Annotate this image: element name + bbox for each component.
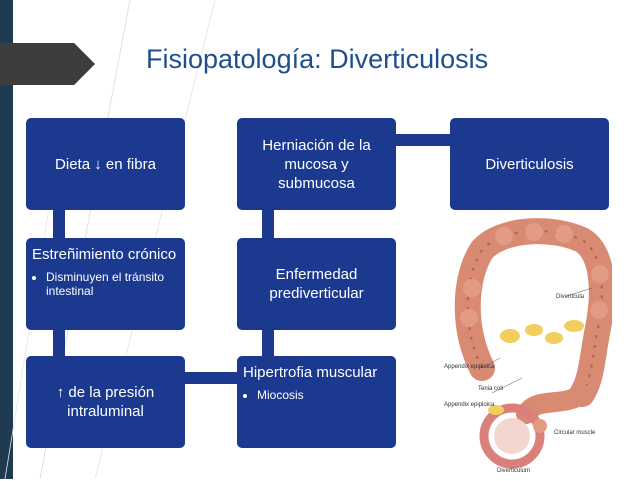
label-diverticula: Diverticula bbox=[556, 294, 585, 300]
box-diverticulosis: Diverticulosis bbox=[450, 118, 609, 210]
connector-herniacion-diverticulosis bbox=[396, 134, 452, 146]
box-presion-text: ↑ de la presión intraluminal bbox=[56, 384, 155, 420]
box-diverticulosis-text: Diverticulosis bbox=[485, 155, 574, 173]
box-dieta-text: Dieta ↓ en fibra bbox=[55, 155, 156, 173]
title-arrow-shape bbox=[0, 43, 95, 85]
slide-title: Fisiopatología: Diverticulosis bbox=[146, 44, 489, 74]
label-appendix-epiploica-2: Appendix epiploica bbox=[444, 402, 495, 408]
connector-presion-hipertrofia bbox=[183, 372, 239, 384]
box-hipertrofia: Hipertrofia muscular Miocosis bbox=[237, 356, 396, 448]
box-dieta: Dieta ↓ en fibra bbox=[26, 118, 185, 210]
label-appendix-epiploica-1: Appendix epiploica bbox=[444, 364, 495, 370]
box-hipertrofia-bullets: Miocosis bbox=[243, 388, 390, 402]
box-herniacion: Herniación de la mucosa y submucosa bbox=[237, 118, 396, 210]
connector-enfermedad-herniacion bbox=[262, 208, 274, 240]
left-accent-strip bbox=[0, 0, 13, 479]
box-herniacion-text: Herniación de la mucosa y submucosa bbox=[262, 136, 371, 192]
label-circular-muscle: Circular muscle bbox=[554, 430, 596, 436]
box-hipertrofia-text: Hipertrofia muscular bbox=[243, 364, 378, 381]
box-estrenimiento-bullet: Disminuyen el tránsito intestinal bbox=[46, 270, 179, 298]
box-hipertrofia-bullet: Miocosis bbox=[257, 388, 390, 402]
box-enfermedad: Enfermedad prediverticular bbox=[237, 238, 396, 330]
box-estrenimiento-bullets: Disminuyen el tránsito intestinal bbox=[32, 270, 179, 298]
box-estrenimiento: Estreñimiento crónico Disminuyen el trán… bbox=[26, 238, 185, 330]
connector-hipertrofia-enfermedad bbox=[262, 328, 274, 358]
colon-drawing: Diverticula Appendix epiploica Tenia col… bbox=[444, 218, 615, 474]
connector-estrenimiento-presion bbox=[53, 328, 65, 358]
box-estrenimiento-text: Estreñimiento crónico bbox=[32, 246, 177, 263]
label-diverticulum: Diverticulum bbox=[497, 468, 530, 474]
label-taenia-coli: Tenia coli bbox=[478, 386, 503, 392]
colon-illustration: Diverticula Appendix epiploica Tenia col… bbox=[442, 218, 615, 476]
box-enfermedad-text: Enfermedad prediverticular bbox=[269, 266, 364, 302]
box-presion: ↑ de la presión intraluminal bbox=[26, 356, 185, 448]
connector-dieta-estrenimiento bbox=[53, 208, 65, 240]
